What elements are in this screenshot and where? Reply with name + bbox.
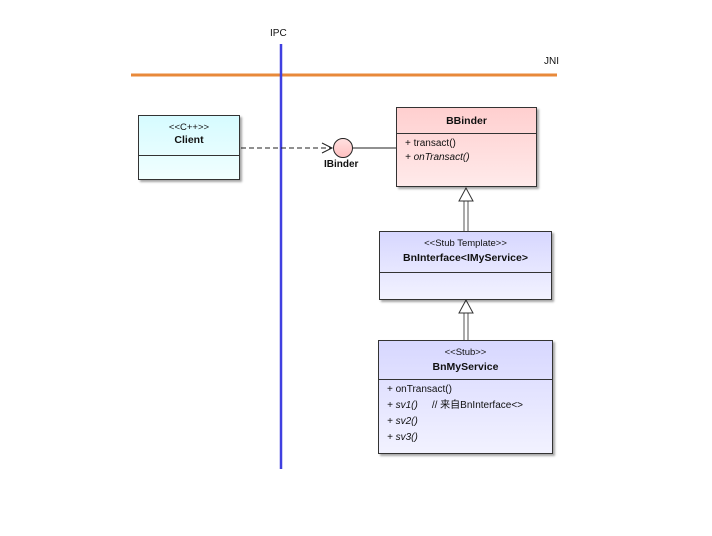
bnmyservice-op-ontransact: + onTransact() — [387, 384, 452, 395]
bnmyservice-op-sv1: + sv1() — [387, 400, 418, 411]
dependency-arrowhead — [321, 142, 334, 154]
bbinder-op-ontransact: + onTransact() — [405, 152, 470, 163]
bninterface-stereotype: <<Stub Template>> — [424, 238, 507, 249]
bbinder-name: BBinder — [446, 115, 487, 127]
bnmyservice-op-sv2: + sv2() — [387, 416, 418, 427]
bnmyservice-op-sv1-comment: // 来自BnInterface<> — [431, 400, 524, 411]
client-name: Client — [174, 134, 204, 146]
bninterface-name: BnInterface<IMyService> — [403, 252, 528, 264]
bnmyservice-class[interactable]: <<Stub>> BnMyService + onTransact() + sv… — [378, 340, 553, 454]
ibinder-interface-icon — [333, 138, 353, 158]
bnmyservice-stereotype: <<Stub>> — [444, 347, 487, 358]
bninterface-class[interactable]: <<Stub Template>> BnInterface<IMyService… — [379, 231, 552, 300]
client-class[interactable]: <<C++>> Client — [138, 115, 240, 180]
generalization-arrowhead-2 — [458, 298, 474, 314]
jni-label: JNI — [544, 56, 559, 67]
ibinder-label: IBinder — [324, 159, 359, 170]
bbinder-op-transact: + transact() — [405, 138, 456, 149]
generalization-arrowhead-1 — [458, 186, 474, 202]
bnmyservice-name: BnMyService — [432, 361, 499, 373]
bbinder-class[interactable]: BBinder + transact() + onTransact() — [396, 107, 537, 187]
bnmyservice-op-sv3: + sv3() — [387, 432, 418, 443]
ipc-label: IPC — [270, 28, 287, 39]
bnmyservice-op-sv1-row: + sv1() // 来自BnInterface<> — [387, 398, 552, 414]
client-stereotype: <<C++>> — [168, 122, 210, 133]
